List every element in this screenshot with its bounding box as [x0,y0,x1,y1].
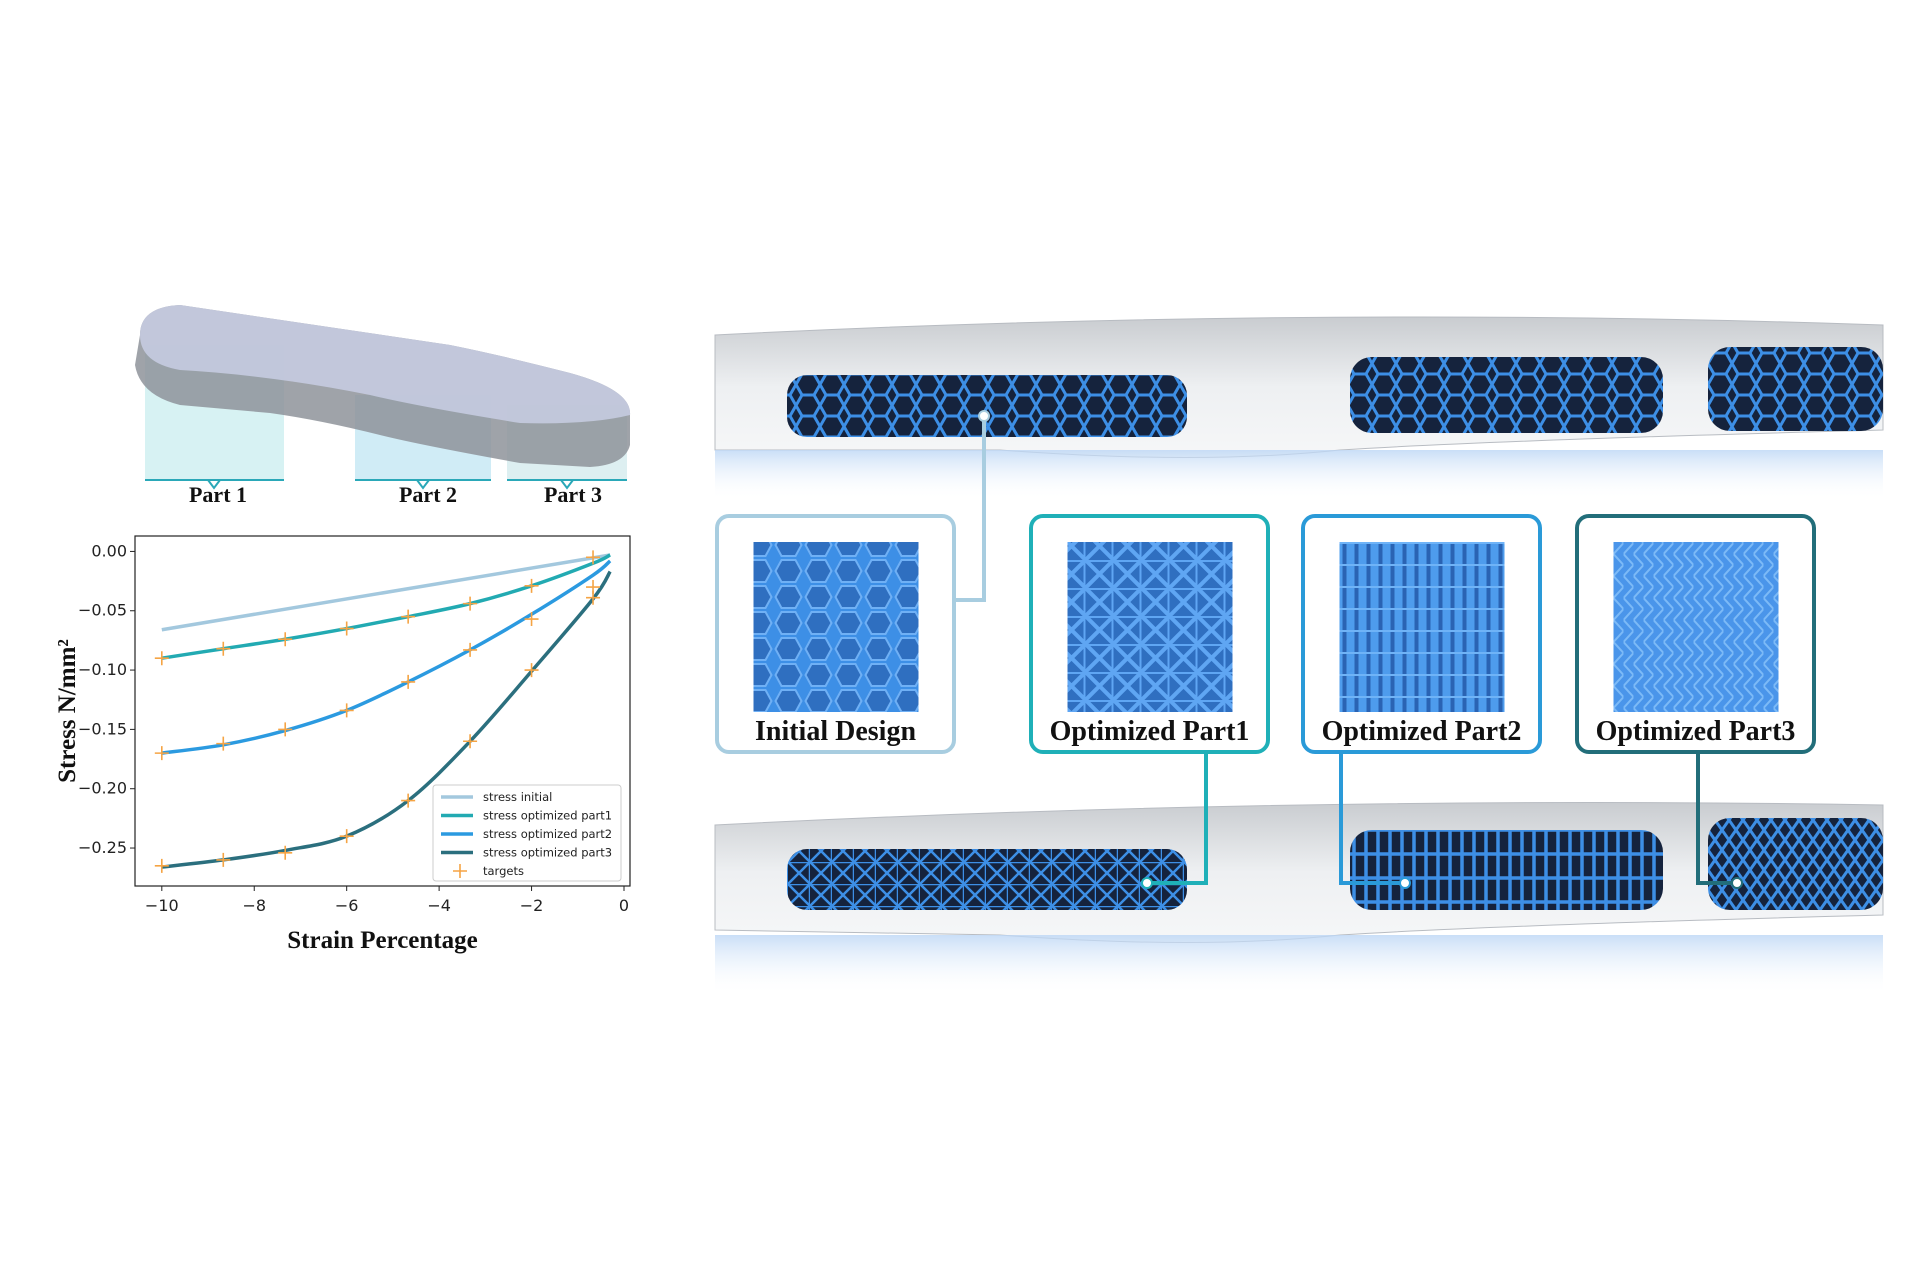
target-marker [339,703,354,718]
optimized-part3-box: Optimized Part3 [1575,514,1816,754]
target-marker [401,793,416,808]
target-marker [401,674,416,689]
y-tick-label: −0.10 [78,660,127,679]
target-marker [278,845,293,860]
target-marker [524,663,539,678]
zigzag-lattice-image [1613,542,1778,712]
insole-renders [714,316,1884,995]
optimized-part2-label: Optimized Part2 [1321,716,1522,747]
optimized-part3-label: Optimized Part3 [1595,716,1796,747]
target-marker [154,858,169,873]
target-marker [154,651,169,666]
legend-label: stress optimized part1 [483,809,612,823]
legend-label: stress optimized part3 [483,846,612,860]
optimized-part2-box: Optimized Part2 [1301,514,1542,754]
x-tick-label: −2 [520,896,544,915]
connector-part3 [1696,754,1737,885]
target-marker [339,621,354,636]
target-marker [216,641,231,656]
series-line-0 [161,553,611,632]
target-marker [463,596,478,611]
optimized-pocket-1 [787,849,1187,910]
x-tick-label: −8 [242,896,266,915]
x-tick-label: 0 [619,896,629,915]
target-marker [463,642,478,657]
hexagon-lattice-image [753,542,918,712]
initial-insole [714,316,1884,500]
part-1-label: Part 1 [188,482,248,507]
initial-pocket-1 [787,375,1187,437]
y-tick-label: −0.05 [78,601,127,620]
target-marker [524,612,539,627]
connector-part1 [1147,754,1208,885]
y-tick-label: −0.25 [78,838,127,857]
target-marker [278,632,293,647]
legend-label: stress initial [483,790,552,804]
target-marker [401,609,416,624]
sole-schematic [135,305,631,490]
fin-lattice-image [1339,542,1504,712]
part-2-label: Part 2 [398,482,458,507]
connector-initial [956,416,986,602]
cross-lattice-image [1067,542,1232,712]
target-marker [339,829,354,844]
legend-label: targets [483,864,524,878]
series-line-3 [161,570,612,869]
y-axis-label: Stress N/mm² [54,639,81,783]
optimized-pocket-2 [1350,830,1663,910]
initial-design-label: Initial Design [754,716,917,747]
optimized-pocket-3 [1708,818,1883,910]
initial-design-box: Initial Design [715,514,956,754]
y-tick-label: −0.20 [78,779,127,798]
x-tick-label: −6 [335,896,359,915]
target-marker [154,746,169,761]
legend-label: stress optimized part2 [483,827,612,841]
y-tick-label: 0.00 [91,541,127,560]
target-marker [216,736,231,751]
y-tick-label: −0.15 [78,719,127,738]
x-tick-label: −10 [145,896,179,915]
legend-box [432,784,622,882]
legend-marker-targets [453,864,467,878]
initial-pocket-2 [1350,357,1663,433]
target-marker [586,590,601,605]
target-marker [463,734,478,749]
optimized-insole [714,802,1884,995]
connector-part2 [1339,754,1405,885]
target-marker [524,578,539,593]
stress-strain-chart: −10 −8 −6 −4 −2 0 0.00 −0.05 −0.10 −0.15 −0.20 −0.2… [54,535,631,954]
target-marker [216,852,231,867]
x-axis-label: Strain Percentage [287,927,477,954]
initial-pocket-3 [1708,347,1883,431]
target-marker [278,722,293,737]
target-marker [586,550,601,565]
optimized-part1-label: Optimized Part1 [1049,716,1250,747]
x-tick-label: −4 [427,896,451,915]
part-3-label: Part 3 [543,482,603,507]
optimized-part1-box: Optimized Part1 [1029,514,1270,754]
